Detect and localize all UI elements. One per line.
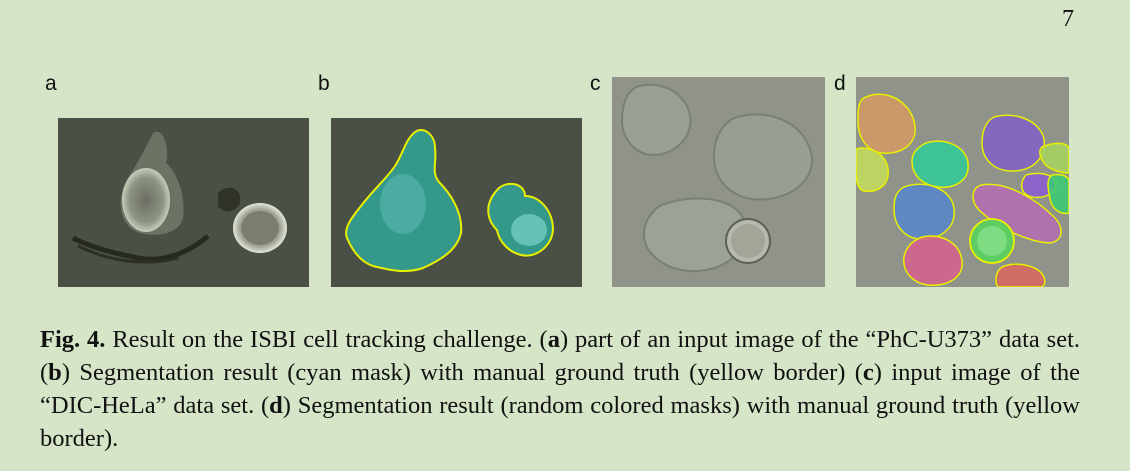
panel-a-image [58, 118, 309, 287]
panel-label-d: d [834, 72, 846, 95]
caption-text-3: ) Segmentation result (cyan mask) with m… [61, 359, 863, 386]
caption-text-4: ) input image of the “DIC-HeLa” data set… [40, 359, 1080, 419]
caption-label-d: d [269, 392, 283, 419]
panel-b-image [331, 118, 582, 287]
panel-d-image [856, 77, 1069, 287]
caption-text-2: ) part of an input image of the “PhC-U37… [40, 326, 1081, 386]
caption-label-c: c [862, 359, 874, 386]
panel-c-image [612, 77, 825, 287]
panel-label-b: b [318, 72, 330, 95]
figure-caption: Fig. 4. Result on the ISBI cell tracking… [40, 323, 1080, 455]
caption-figure-label: Fig. 4. [40, 326, 106, 353]
panel-label-a: a [45, 72, 57, 95]
caption-text-5: ) Segmentation result (random colored ma… [40, 392, 1080, 452]
caption-label-b: b [48, 359, 62, 386]
page-number: 7 [1062, 6, 1074, 32]
caption-label-a: a [547, 326, 560, 353]
caption-text-1: Result on the ISBI cell tracking challen… [105, 326, 548, 353]
panel-label-c: c [590, 72, 601, 95]
